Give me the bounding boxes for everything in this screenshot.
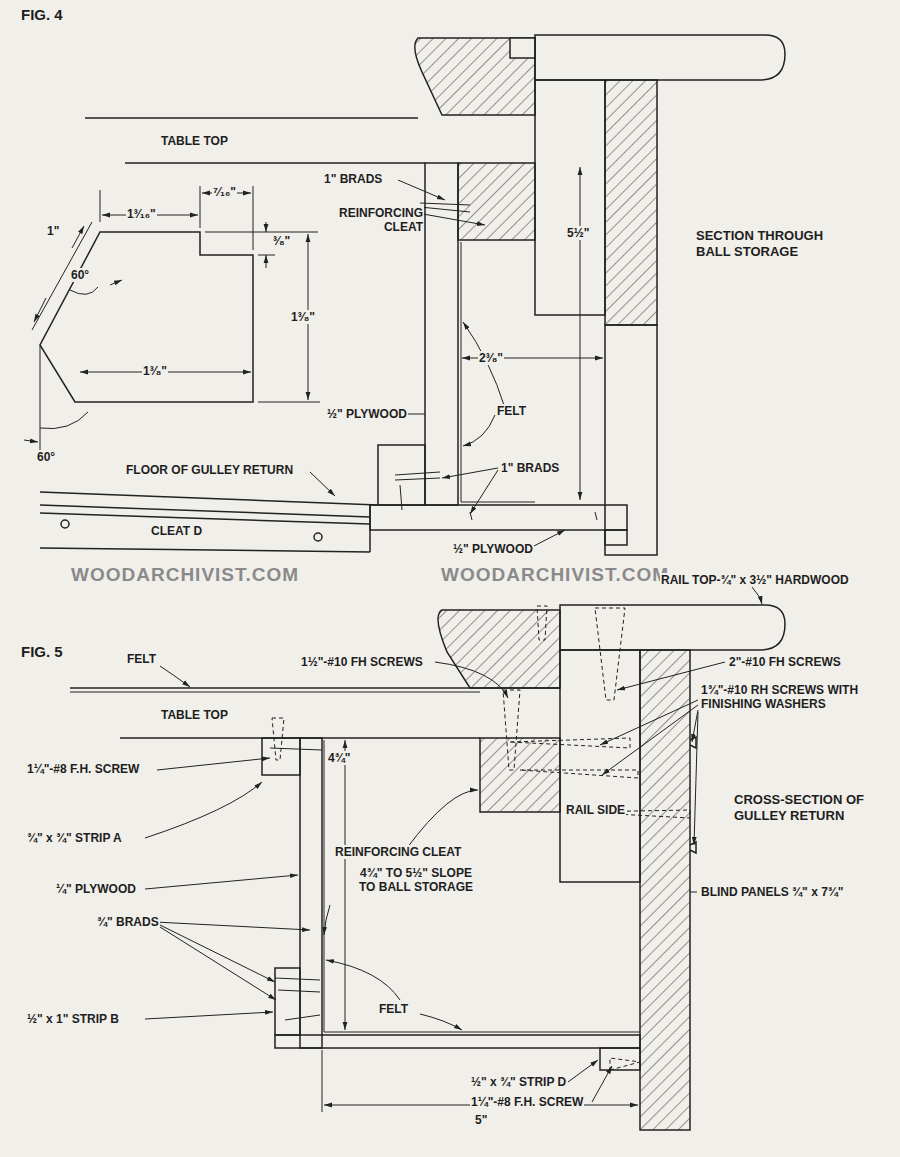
dimension: 4¾" <box>327 751 351 765</box>
part-label: ¼" PLYWOOD <box>55 882 137 896</box>
fig4-drawing <box>24 35 785 555</box>
dimension: 2³⁄₈" <box>478 351 504 365</box>
fastener-label: 2"-#10 FH SCREWS <box>728 655 842 669</box>
angle: 60° <box>36 450 56 464</box>
part-label: RAIL SIDE <box>565 803 626 817</box>
fastener-label: 1½"-#10 FH SCREWS <box>300 655 424 669</box>
material-label: FELT <box>126 652 157 666</box>
dimension: 5½" <box>566 226 590 240</box>
part-label: TABLE TOP <box>160 134 229 148</box>
fastener-label: ¾" BRADS <box>96 915 160 929</box>
part-label: TABLE TOP <box>160 708 229 722</box>
dimension: 5" <box>474 1113 488 1127</box>
fastener-label: 1¾"-#10 RH SCREWS WITH FINISHING WASHERS <box>700 683 892 711</box>
dimension: 1³⁄₁₆" <box>126 207 157 221</box>
angle: 60° <box>70 268 90 282</box>
material-label: FELT <box>378 1002 409 1016</box>
part-label: RAIL TOP-¾" x 3½" HARDWOOD <box>660 573 850 587</box>
dimension-note: 4¾" TO 5½" SLOPE TO BALL STORAGE <box>350 866 482 894</box>
part-label: BLIND PANELS ¾" x 7¾" <box>700 885 845 899</box>
section-title: CROSS-SECTION OF GULLEY RETURN <box>733 792 890 824</box>
part-label: REINFORCING CLEAT <box>334 845 462 859</box>
fastener-label: 1¼"-#8 F.H. SCREW <box>26 762 140 776</box>
part-label: ¾" x ¾" STRIP A <box>26 831 123 845</box>
watermark: WOODARCHIVIST.COM <box>440 568 670 582</box>
part-label: FLOOR OF GULLEY RETURN <box>125 463 294 477</box>
fastener-label: 1" BRADS <box>323 172 383 186</box>
part-label: ½" x 1" STRIP B <box>26 1012 120 1026</box>
fig5-drawing <box>70 587 785 1130</box>
dimension: 1" <box>46 224 60 238</box>
dimension: 1³⁄₈" <box>290 310 316 324</box>
part-label: CLEAT D <box>150 524 203 538</box>
material-label: FELT <box>496 404 527 418</box>
figure-number: FIG. 4 <box>20 8 64 22</box>
fastener-label: 1" BRADS <box>500 461 560 475</box>
figure-number: FIG. 5 <box>20 645 64 659</box>
dimension: ⁷⁄₁₆" <box>212 185 237 199</box>
watermark: WOODARCHIVIST.COM <box>70 568 300 582</box>
dimension: 1³⁄₈" <box>142 364 168 378</box>
section-title: SECTION THROUGH BALL STORAGE <box>695 228 857 260</box>
part-label: REINFORCING CLEAT <box>318 206 424 234</box>
part-label: ½" PLYWOOD <box>452 542 534 556</box>
part-label: ½" x ¾" STRIP D <box>470 1075 567 1089</box>
dimension: ³⁄₈" <box>272 234 291 248</box>
part-label: ½" PLYWOOD <box>326 407 408 421</box>
fastener-label: 1¼"-#8 F.H. SCREW <box>470 1095 584 1109</box>
